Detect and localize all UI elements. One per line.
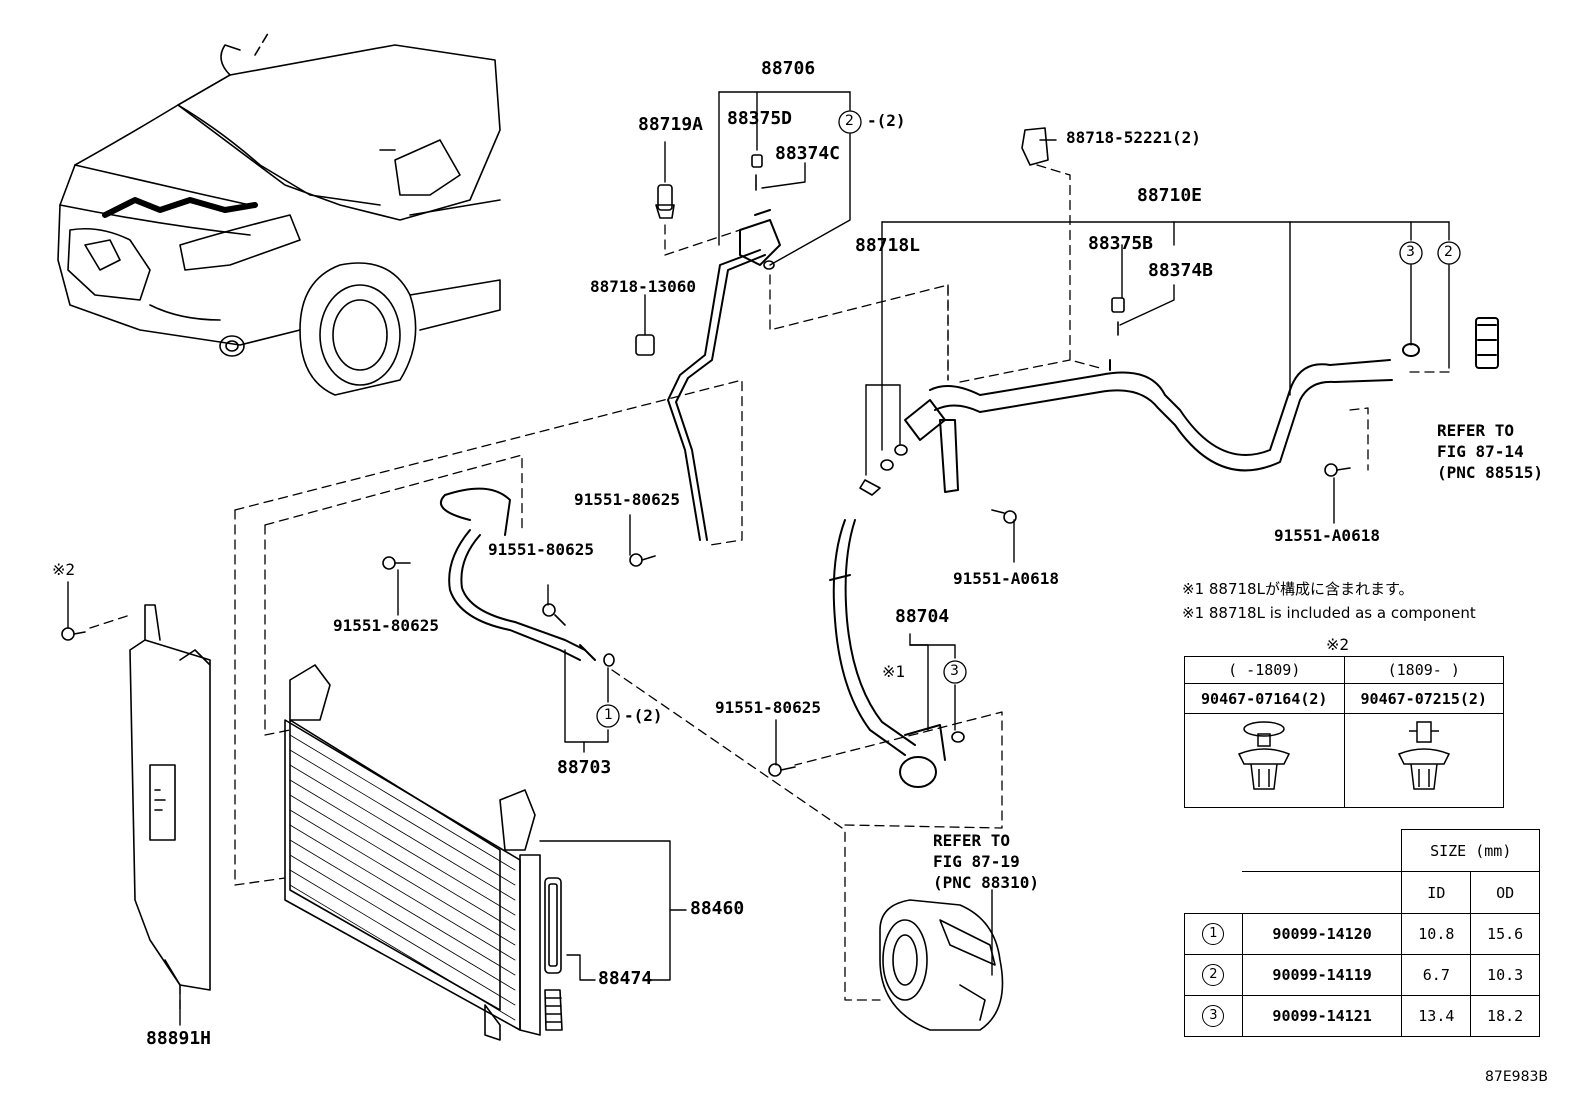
oring-size-table: SIZE (mm) ID OD 1 90099-14120 10.8 15.6 … [1184, 829, 1540, 1037]
oring-number: 3 [1202, 1005, 1225, 1027]
clip-table: ( -1809) (1809- ) 90467-07164(2) 90467-0… [1184, 656, 1504, 808]
ref-87-14-line3: (PNC 88515) [1437, 463, 1543, 482]
callout-1: 1 [604, 707, 613, 723]
oring-row[interactable]: 1 90099-14120 10.8 15.6 [1184, 913, 1540, 955]
label-88703[interactable]: 88703 [557, 757, 612, 778]
callout-2-right: 2 [1444, 244, 1453, 260]
label-88718-52221[interactable]: 88718-52221(2) [1066, 128, 1201, 147]
vehicle-front-illustration [57, 29, 501, 396]
oring-part[interactable]: 90099-14119 [1241, 954, 1403, 996]
label-ring1-qty: -(2) [624, 706, 663, 725]
oring-part[interactable]: 90099-14120 [1241, 913, 1403, 955]
label-mark2: ※2 [52, 560, 76, 579]
callout-circles [596, 110, 1461, 728]
label-88474[interactable]: 88474 [598, 968, 653, 989]
oring-row[interactable]: 3 90099-14121 13.4 18.2 [1184, 995, 1540, 1037]
id-header: ID [1401, 871, 1472, 914]
leader-lines [67, 91, 1450, 1026]
clip-col1-part[interactable]: 90467-07164(2) [1184, 683, 1345, 714]
callout-3-mid: 3 [950, 663, 959, 679]
label-88706[interactable]: 88706 [761, 58, 816, 79]
diagram-code: 87E983B [1485, 1069, 1548, 1085]
push-clip-icon [1238, 720, 1291, 790]
oring-id: 13.4 [1401, 995, 1472, 1037]
fastener-clip-icon [1397, 720, 1450, 790]
label-mark1: ※1 [882, 662, 906, 681]
ref-87-19-line2: FIG 87-19 [933, 852, 1020, 871]
oring-number: 1 [1202, 923, 1225, 945]
note-english: ※1 88718L is included as a component [1182, 604, 1476, 622]
label-91551-80625-upper[interactable]: 91551-80625 [574, 490, 680, 509]
reference-fig-87-19[interactable]: REFER TO FIG 87-19 (PNC 88310) [933, 830, 1039, 893]
label-88375D[interactable]: 88375D [727, 108, 793, 129]
compressor-illustration [879, 899, 1004, 1031]
clip-col2-part[interactable]: 90467-07215(2) [1343, 683, 1504, 714]
label-88375B[interactable]: 88375B [1088, 233, 1154, 254]
ref-87-19-line3: (PNC 88310) [933, 873, 1039, 892]
label-88374C[interactable]: 88374C [775, 143, 841, 164]
oring-row[interactable]: 2 90099-14119 6.7 10.3 [1184, 954, 1540, 996]
label-88719A[interactable]: 88719A [638, 114, 704, 135]
callout-2-top: 2 [845, 113, 854, 129]
label-88460[interactable]: 88460 [690, 898, 745, 919]
clip-col1-header: ( -1809) [1184, 656, 1345, 684]
label-91551-80625-middle[interactable]: 91551-80625 [488, 540, 594, 559]
condenser-illustration [284, 664, 563, 1041]
reference-fig-87-14[interactable]: REFER TO FIG 87-14 (PNC 88515) [1437, 420, 1543, 483]
clip-col2-header: (1809- ) [1343, 656, 1504, 684]
label-88718L[interactable]: 88718L [855, 235, 921, 256]
label-91551-80625-left[interactable]: 91551-80625 [333, 616, 439, 635]
ref-87-14-line1: REFER TO [1437, 421, 1515, 440]
od-header: OD [1470, 871, 1540, 914]
ref-87-14-line2: FIG 87-14 [1437, 442, 1524, 461]
size-header: SIZE (mm) [1401, 829, 1540, 872]
callout-3-right: 3 [1406, 244, 1415, 260]
label-91551-80625-lower[interactable]: 91551-80625 [715, 698, 821, 717]
label-88710E[interactable]: 88710E [1137, 185, 1203, 206]
fastener-icons [61, 127, 1351, 777]
label-88718-13060[interactable]: 88718-13060 [590, 277, 696, 296]
label-88704[interactable]: 88704 [895, 606, 950, 627]
clip-col2-image [1343, 713, 1504, 808]
oring-od: 15.6 [1470, 913, 1540, 955]
label-ring2-qty-top: -(2) [867, 111, 906, 130]
clip-col1-image [1184, 713, 1345, 808]
pipe-assemblies [439, 209, 1499, 788]
note-japanese: ※1 88718Lが構成に含まれます。 [1182, 580, 1414, 598]
side-seal-illustration [129, 604, 211, 991]
oring-id: 10.8 [1401, 913, 1472, 955]
ref-87-19-line1: REFER TO [933, 831, 1011, 850]
oring-od: 10.3 [1470, 954, 1540, 996]
oring-id: 6.7 [1401, 954, 1472, 996]
label-88891H[interactable]: 88891H [146, 1028, 212, 1049]
label-91551-A0618-right[interactable]: 91551-A0618 [1274, 526, 1380, 545]
dashed-guide-lines [89, 164, 1451, 1011]
clip-table-mark: ※2 [1326, 635, 1350, 654]
oring-number: 2 [1202, 964, 1225, 986]
label-91551-A0618-center[interactable]: 91551-A0618 [953, 569, 1059, 588]
label-88374B[interactable]: 88374B [1148, 260, 1214, 281]
oring-part[interactable]: 90099-14121 [1241, 995, 1403, 1037]
oring-od: 18.2 [1470, 995, 1540, 1037]
